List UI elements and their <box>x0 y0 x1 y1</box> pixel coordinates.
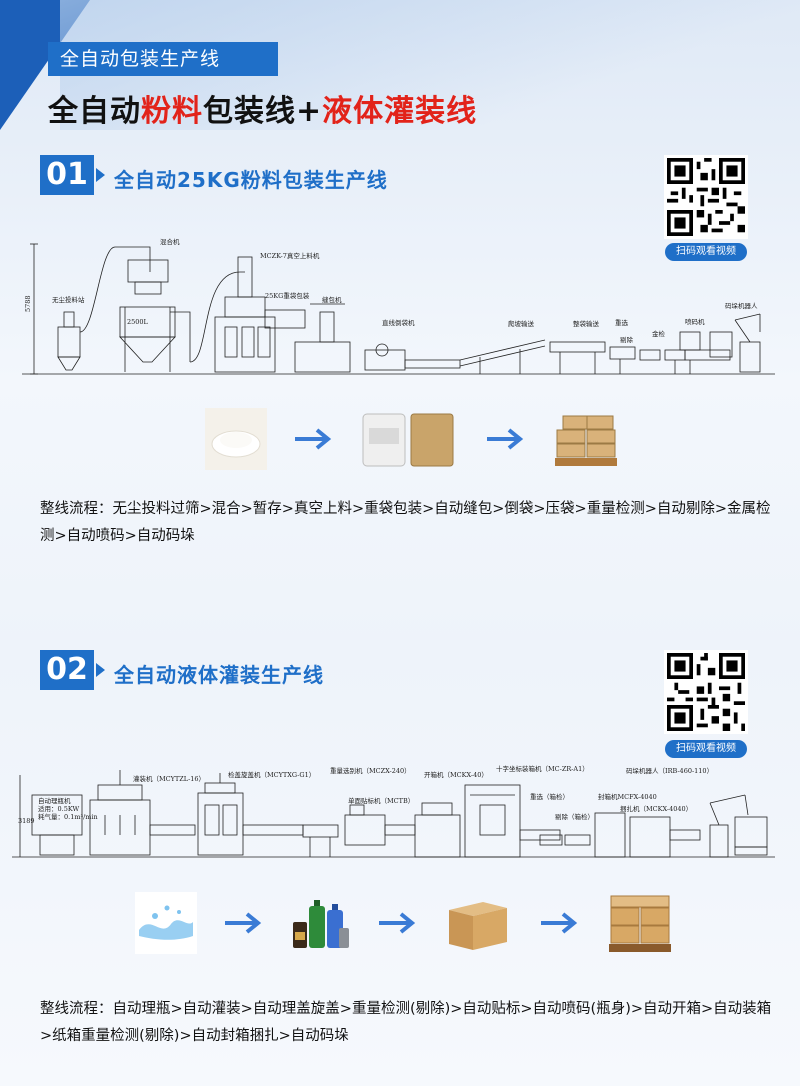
section1-arrow-icon <box>96 168 105 182</box>
s2-label-filler: 灌装机（MCYTZL-16） <box>133 774 205 783</box>
s2-label-strapper: 捆扎机（MCKX-4040） <box>620 804 692 813</box>
flow-arrow-icon <box>379 912 416 934</box>
s2-label-weigh2: 重选（箱检） <box>530 792 569 801</box>
section2-number: 02 <box>40 650 94 690</box>
s2-label-spec2: 适用：0.5KW <box>38 804 79 813</box>
s1-label-bagger: 25KG重袋包装 <box>265 291 310 300</box>
s1-label-mixer: 混合机 <box>160 237 180 246</box>
s1-label-dust-feeder: 无尘投料站 <box>52 295 85 304</box>
category-tag: 全自动包装生产线 <box>48 42 278 76</box>
s2-label-weigh: 重量选别机（MCZX-240） <box>330 766 411 775</box>
section1-video-button[interactable]: 扫码观看视频 <box>665 243 747 261</box>
qr-icon <box>667 158 745 236</box>
s2-label-height: 3189 <box>18 817 35 825</box>
s1-label-press: 整袋输送 <box>573 319 600 328</box>
s2-label-spec1: 自动理瓶机 <box>38 796 71 805</box>
title-part2: 粉料 <box>141 94 203 129</box>
s2-label-capper: 检盖旋盖机（MCYTXG-G1） <box>228 770 315 779</box>
s1-label-vacuum: MCZK-7真空上料机 <box>260 251 320 260</box>
section2-video-button[interactable]: 扫码观看视频 <box>665 740 747 758</box>
powder-bags-icon <box>362 413 454 467</box>
section2-arrow-icon <box>96 663 105 677</box>
section2-product-flow <box>135 892 675 954</box>
s2-label-sealer: 封箱机MCFX-4040 <box>598 792 657 801</box>
s2-label-robot: 码垛机器人（IRB-460-110） <box>626 766 713 775</box>
qr-icon <box>667 653 745 731</box>
page-title: 全自动粉料包装线+液体灌装线 <box>48 86 477 130</box>
s2-label-reject2: 剔除（箱检） <box>555 812 594 821</box>
bottles-icon <box>293 900 349 948</box>
s1-label-height: 5788 <box>24 295 32 312</box>
s2-label-labeler: 单面贴标机（MCTB） <box>348 796 414 805</box>
flow-arrow-icon <box>541 912 578 934</box>
title-part1: 全自动 <box>48 94 141 129</box>
section2-qr-code[interactable] <box>664 650 748 734</box>
s2-label-erector: 开箱机（MCKX-40） <box>424 770 488 779</box>
s1-label-printer: 喷码机 <box>685 317 705 326</box>
s1-label-sewer: 缝包机 <box>322 295 342 304</box>
section2-title: 全自动液体灌装生产线 <box>114 663 324 687</box>
flow-arrow-icon <box>295 428 332 450</box>
liquid-line-diagram: 3189 自动理瓶机 适用：0.5KW 耗气量：0.1m³/min 灌装机（MC… <box>12 765 775 858</box>
section1-number: 01 <box>40 155 94 195</box>
section1-flow-text: 整线流程：无尘投料过筛>混合>暂存>真空上料>重袋包装>自动缝包>倒袋>压袋>重… <box>40 501 771 544</box>
s1-label-reject: 剔除 <box>620 335 634 344</box>
flow-arrow-icon <box>225 912 262 934</box>
s2-label-packer: 十字坐标装箱机（MC-ZR-A1） <box>496 765 589 773</box>
s1-label-robot: 码垛机器人 <box>725 301 758 310</box>
palletized-bags-icon <box>555 415 617 466</box>
powder-line-diagram: 5788 无尘投料站 混合机 2500L MCZK-7真空上料机 25KG重袋包… <box>22 237 775 375</box>
title-part3: 包装线+ <box>203 94 323 129</box>
powder-icon <box>205 408 267 470</box>
carton-box-icon <box>449 902 507 950</box>
water-splash-icon <box>135 892 197 954</box>
section1-product-flow <box>205 408 621 470</box>
title-part4: 液体灌装线 <box>322 94 478 129</box>
s1-label-climb: 爬坡输送 <box>508 319 535 328</box>
palletized-cartons-icon <box>609 895 671 952</box>
s1-label-turner: 直线倒袋机 <box>382 318 415 327</box>
s1-label-metal: 金检 <box>652 329 666 338</box>
section1-qr-code[interactable] <box>664 155 748 239</box>
section1-title: 全自动25KG粉料包装生产线 <box>114 168 388 192</box>
flow-arrow-icon <box>487 428 524 450</box>
s1-label-tank: 2500L <box>127 318 149 326</box>
s1-label-weigh: 重选 <box>615 318 629 327</box>
s2-label-spec3: 耗气量：0.1m³/min <box>38 812 98 821</box>
section2-flow-text: 整线流程：自动理瓶>自动灌装>自动理盖旋盖>重量检测(剔除)>自动贴标>自动喷码… <box>40 1001 772 1044</box>
